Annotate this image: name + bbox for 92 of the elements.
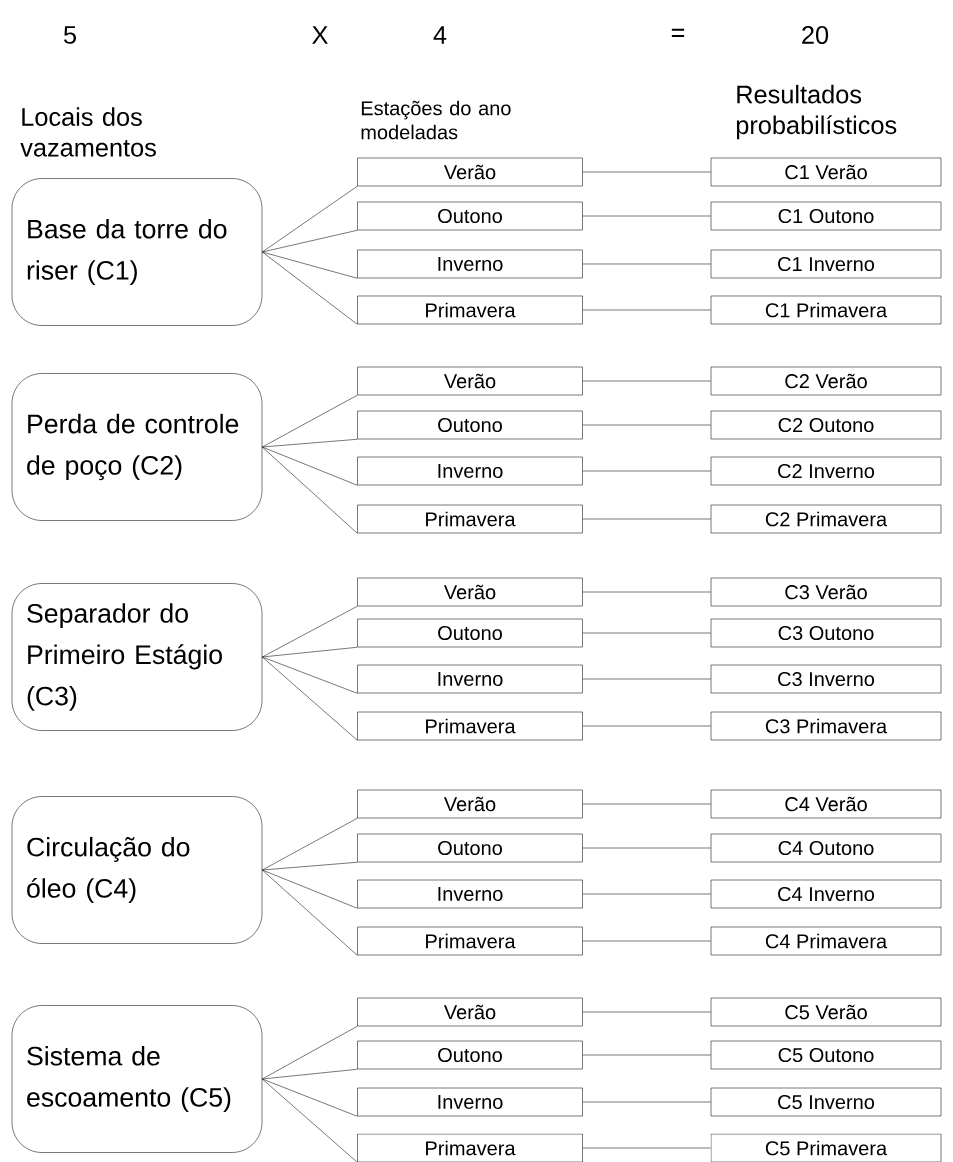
connector-line [262, 862, 358, 871]
result-box: C5 Inverno [710, 1087, 942, 1117]
header-symbol: X [312, 26, 328, 44]
connector-line [262, 1078, 358, 1117]
connector-line [582, 1011, 711, 1013]
connector-line [582, 632, 711, 634]
result-box: C1 Primavera [710, 295, 942, 325]
connector-line [262, 656, 358, 741]
season-box: Outono [357, 618, 583, 648]
connector-line [582, 847, 711, 849]
season-box: Primavera [357, 926, 583, 956]
connector-line [262, 818, 358, 871]
season-box: Inverno [357, 1087, 583, 1117]
connector-line [262, 647, 358, 658]
connector-line [262, 1069, 358, 1080]
season-box: Primavera [357, 504, 583, 534]
result-box: C4 Outono [710, 833, 942, 863]
connector-line [582, 1054, 711, 1056]
connector-line [262, 1078, 358, 1162]
result-box: C3 Outono [710, 618, 942, 648]
connector-line [582, 263, 711, 265]
season-box: Verão [357, 997, 583, 1027]
connector-line [582, 940, 711, 942]
connector-line [262, 439, 358, 448]
connector-line [262, 606, 358, 658]
location-box: Perda de controle de poço (C2) [11, 373, 263, 521]
connector-line [582, 591, 711, 593]
result-box: C2 Inverno [710, 456, 942, 486]
result-box: C1 Inverno [710, 249, 942, 279]
location-box: Base da torre do riser (C1) [11, 178, 263, 326]
season-box: Primavera [357, 711, 583, 741]
connector-line [262, 230, 358, 253]
result-box: C5 Verão [710, 997, 942, 1027]
connector-line [582, 518, 711, 520]
connector-line [582, 893, 711, 895]
connector-line [582, 725, 711, 727]
header-number: 4 [433, 26, 447, 44]
connector-line [262, 446, 358, 534]
connector-line [262, 395, 358, 448]
result-box: C2 Primavera [710, 504, 942, 534]
column-heading: Resultados probabilísticos [736, 84, 897, 140]
connector-line [582, 380, 711, 382]
connector-line [262, 656, 358, 694]
column-heading: Estações do ano modeladas [361, 100, 511, 140]
result-box: C2 Verão [710, 366, 942, 396]
season-box: Verão [357, 789, 583, 819]
season-box: Verão [357, 577, 583, 607]
connector-line [262, 869, 358, 956]
season-box: Verão [357, 157, 583, 187]
location-box: Circulação do óleo (C4) [11, 796, 263, 944]
connector-line [582, 1147, 711, 1149]
result-box: C3 Inverno [710, 664, 942, 694]
connector-line [262, 869, 358, 909]
header-number: 5 [63, 26, 76, 44]
header-symbol: = [671, 28, 685, 37]
connector-line [582, 171, 711, 173]
connector-line [582, 470, 711, 472]
location-box: Separador do Primeiro Estágio (C3) [11, 583, 263, 731]
result-box: C4 Verão [710, 789, 942, 819]
connector-line [582, 803, 711, 805]
season-box: Outono [357, 410, 583, 440]
season-box: Outono [357, 1040, 583, 1070]
season-box: Outono [357, 201, 583, 231]
result-box: C3 Verão [710, 577, 942, 607]
connector-line [582, 1101, 711, 1103]
result-box: C5 Primavera [710, 1133, 942, 1162]
result-box: C3 Primavera [710, 711, 942, 741]
result-box: C1 Outono [710, 201, 942, 231]
connector-line [262, 446, 358, 486]
location-box: Sistema de escoamento (C5) [11, 1005, 263, 1153]
season-box: Primavera [357, 295, 583, 325]
season-box: Outono [357, 833, 583, 863]
header-number: 20 [802, 26, 829, 44]
connector-line [262, 251, 358, 279]
result-box: C4 Primavera [710, 926, 942, 956]
season-box: Inverno [357, 664, 583, 694]
connector-line [262, 186, 358, 253]
connector-line [582, 215, 711, 217]
season-box: Verão [357, 366, 583, 396]
result-box: C1 Verão [710, 157, 942, 187]
result-box: C2 Outono [710, 410, 942, 440]
season-box: Inverno [357, 249, 583, 279]
connector-line [582, 309, 711, 311]
season-box: Inverno [357, 456, 583, 486]
season-box: Inverno [357, 879, 583, 909]
connector-line [262, 1026, 358, 1080]
result-box: C5 Outono [710, 1040, 942, 1070]
connector-line [582, 678, 711, 680]
connector-line [262, 251, 358, 325]
connector-line [582, 424, 711, 426]
result-box: C4 Inverno [710, 879, 942, 909]
season-box: Primavera [357, 1133, 583, 1162]
